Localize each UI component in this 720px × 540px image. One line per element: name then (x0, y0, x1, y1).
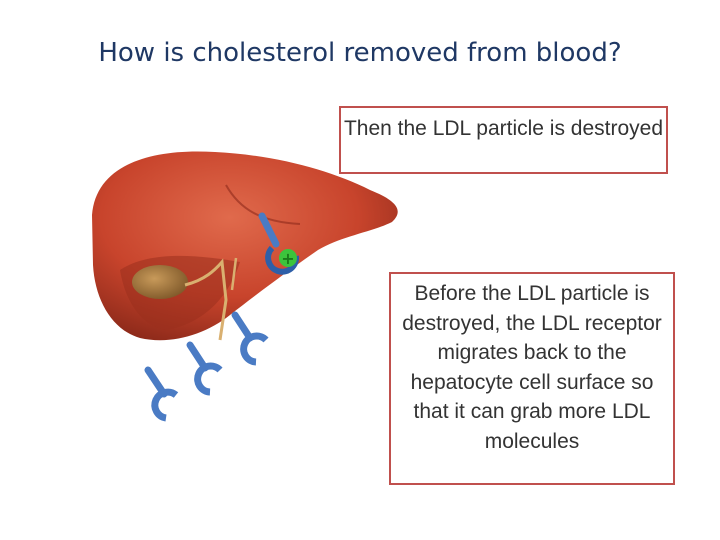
svg-text:+: + (281, 249, 294, 268)
ldl-receptor-3 (231, 311, 269, 366)
ldl-particle: + (279, 249, 297, 268)
callout-receptor-migrates: Before the LDL particle is destroyed, th… (389, 272, 675, 485)
slide-title: How is cholesterol removed from blood? (98, 38, 622, 68)
ldl-receptor-1 (144, 366, 179, 422)
callout-ldl-destroyed: Then the LDL particle is destroyed (339, 106, 668, 174)
liver-lobe-line (225, 184, 301, 225)
gallbladder (132, 265, 188, 299)
bile-duct-branch (230, 257, 238, 291)
ldl-receptor-2 (186, 341, 223, 396)
bile-duct (184, 258, 228, 341)
